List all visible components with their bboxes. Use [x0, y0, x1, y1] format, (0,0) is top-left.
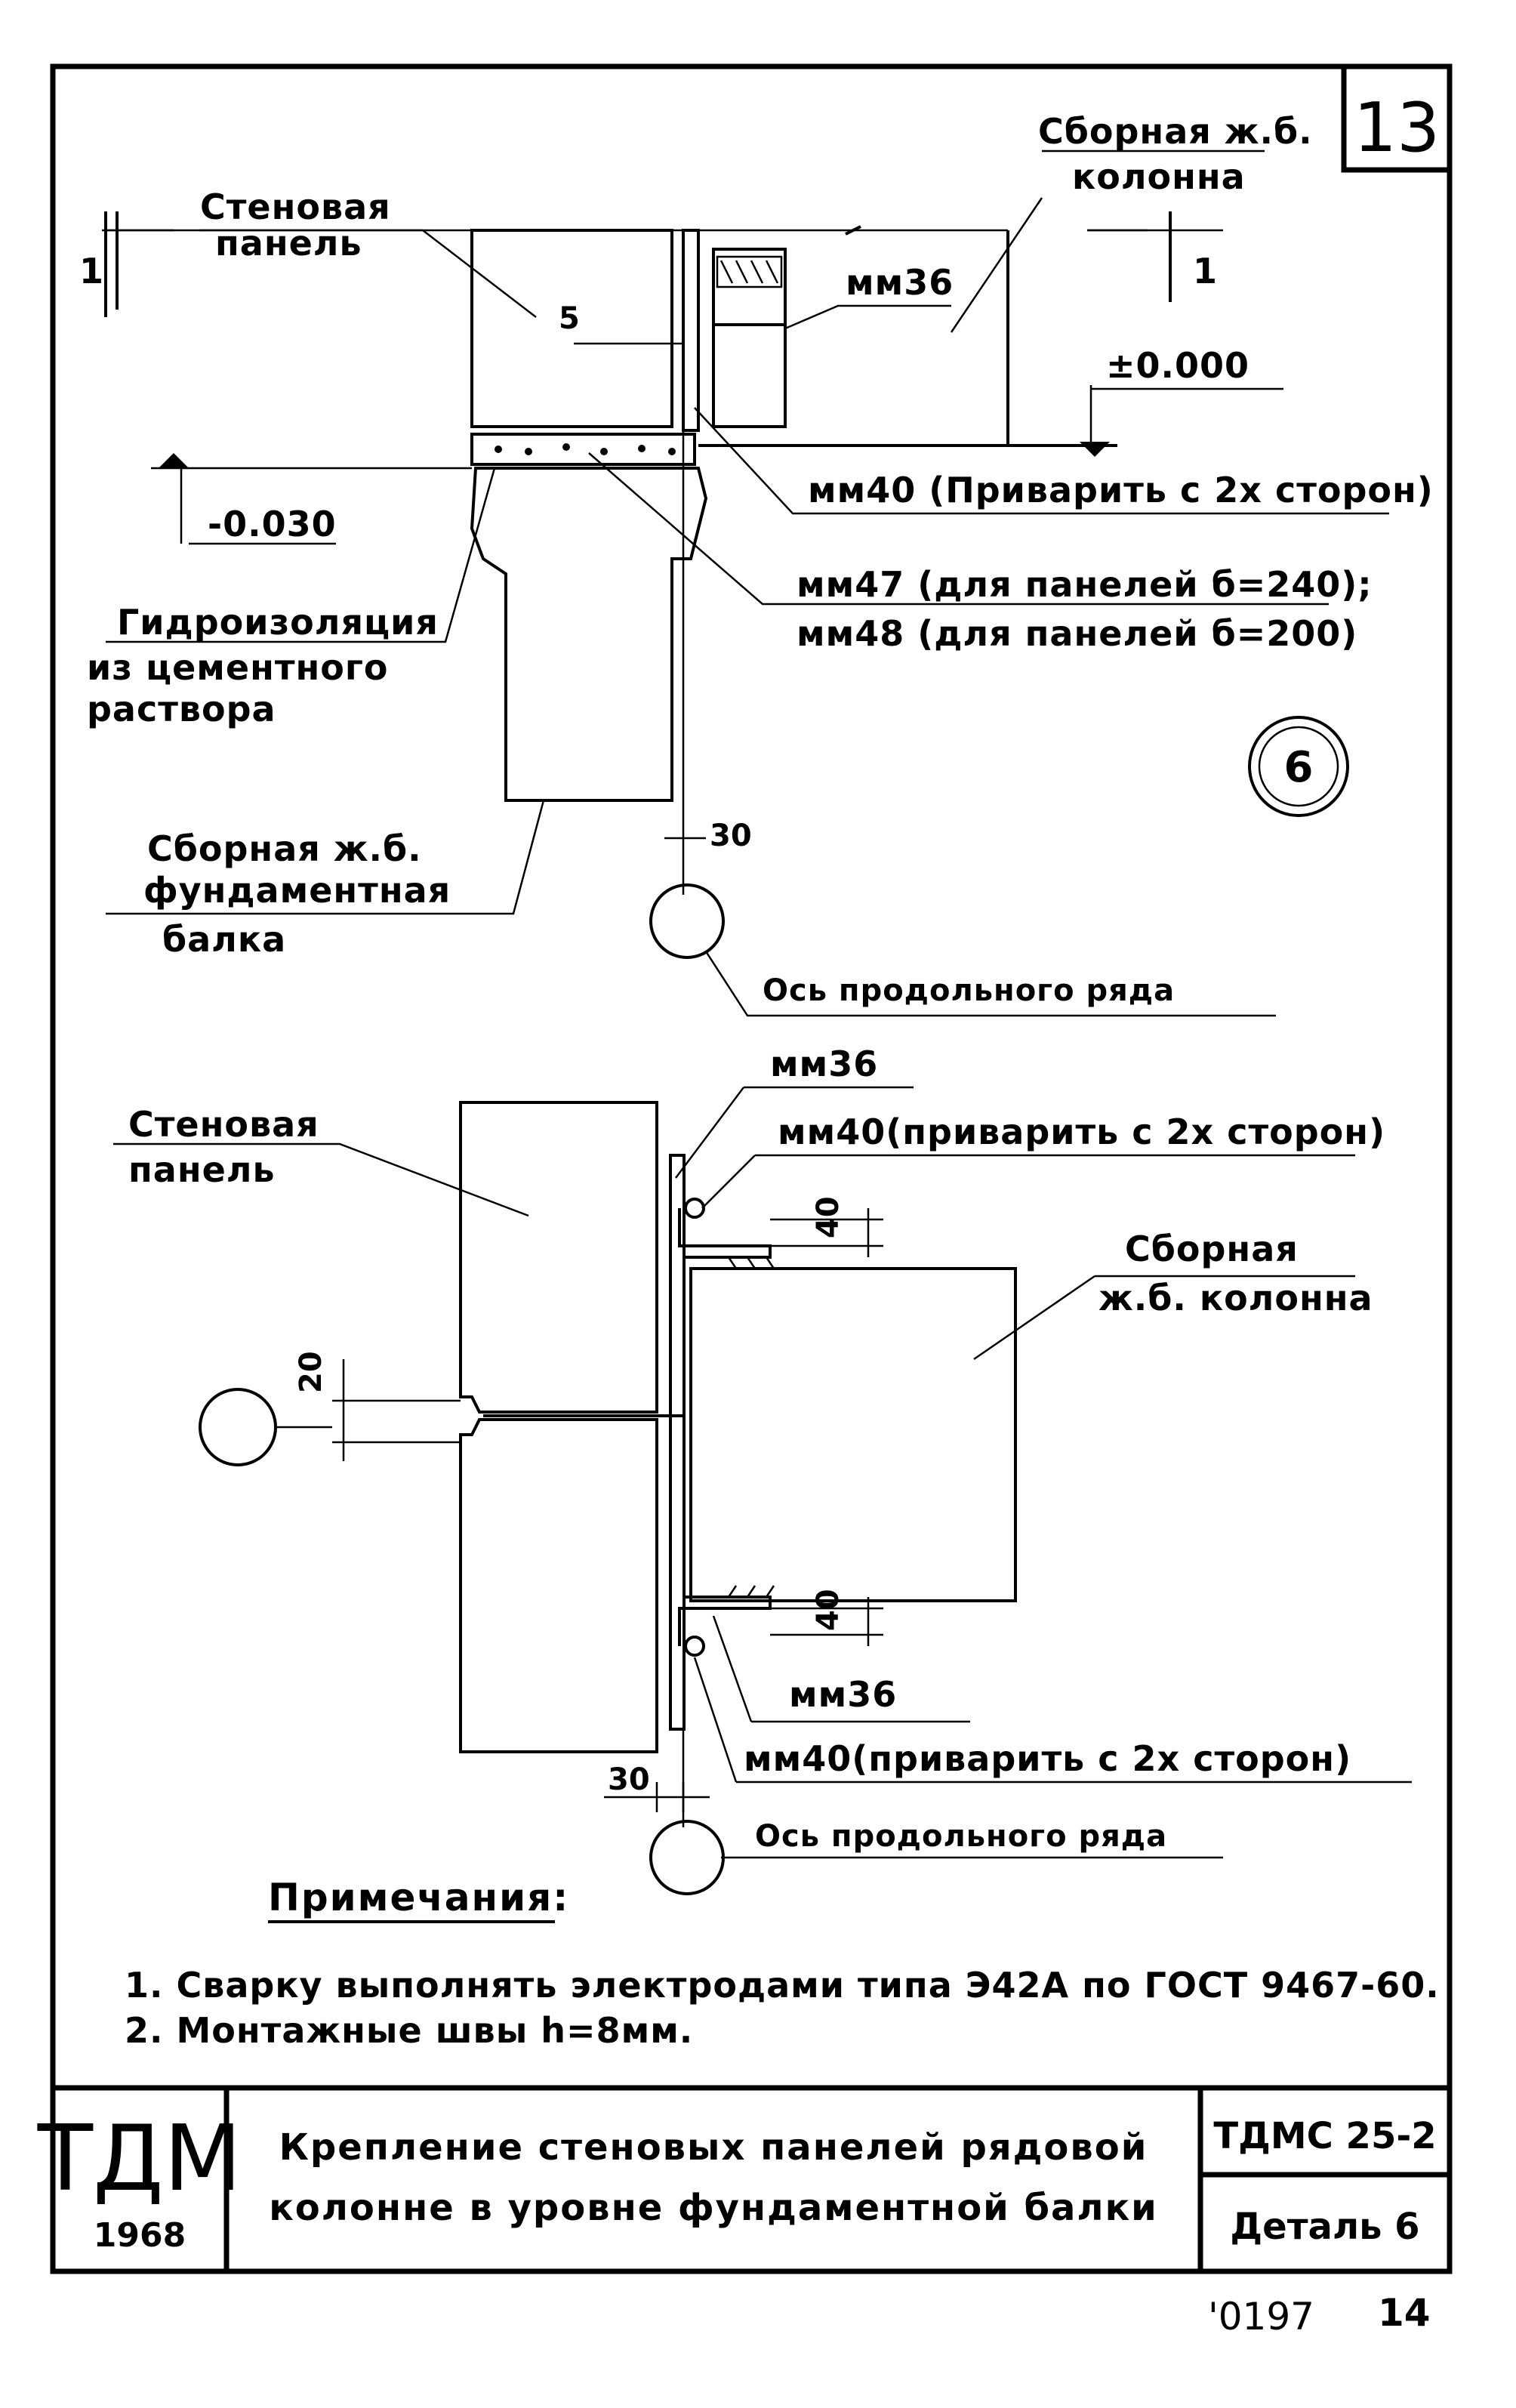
sheet-number: 13 [1354, 88, 1441, 168]
upper-wall-panel [470, 229, 673, 428]
lower-wall-panel-bottom [459, 1418, 658, 1753]
lower-dim-30: 30 [608, 1762, 650, 1797]
joint-axis-circle [199, 1388, 277, 1466]
upper-section: 30 5 1 1 ±0.000 -0.030 [79, 111, 1434, 1017]
foundation-beam-label: Сборная ж.б. фундаментная балка [143, 828, 464, 960]
lower-dim-40-bottom: 40 [811, 1589, 846, 1631]
lower-mm40-top-label: мм40(приварить с 2х сторон) [778, 1112, 1385, 1152]
svg-text:-0.030: -0.030 [208, 504, 337, 544]
lower-wall-panel-label: Стеновая панель [128, 1104, 332, 1190]
title-logo: ТДМ [37, 2107, 242, 2212]
lower-dim-20: 20 [294, 1351, 328, 1393]
upper-dim-30: 30 [710, 819, 752, 853]
lower-axis-label: Ось продольного ряда [755, 1819, 1167, 1854]
mm36-element [712, 248, 787, 428]
upper-dim-5: 5 [559, 301, 580, 336]
upper-mm40-label: мм40 (Приварить с 2х сторон) [808, 470, 1434, 510]
upper-mm48-label: мм48 (для панелей б=200) [797, 613, 1357, 654]
footer-code: '0197 [1208, 2295, 1314, 2339]
upper-wall-panel-label: Стеновая панель [200, 187, 404, 264]
svg-text:6: 6 [1284, 743, 1314, 792]
lower-wall-panel-top [459, 1101, 658, 1414]
upper-column-label: Сборная ж.б. колонна [1038, 111, 1326, 197]
title-line-1: Крепление стеновых панелей рядовой [279, 2126, 1148, 2169]
upper-axis-label: Ось продольного ряда [763, 973, 1175, 1008]
title-year: 1968 [94, 2216, 186, 2255]
notes-heading: Примечания: [268, 1876, 569, 1919]
upper-mm47-label: мм47 (для панелей б=240); [797, 564, 1373, 605]
section-mark-left: 1 [79, 211, 174, 317]
level-minus: -0.030 [151, 453, 472, 545]
svg-text:±0.000: ±0.000 [1106, 345, 1249, 386]
upper-mm36-label: мм36 [846, 262, 954, 303]
notes: Примечания: 1. Сварку выполнять электрод… [125, 1876, 1440, 2051]
title-block: ТДМ 1968 Крепление стеновых панелей рядо… [37, 2085, 1450, 2271]
lower-dim-40-top: 40 [811, 1196, 846, 1238]
title-line-2: колонне в уровне фундаментной балки [269, 2187, 1158, 2229]
lower-mm36-top-label: мм36 [770, 1044, 878, 1084]
note-item-2: 2. Монтажные швы h=8мм. [125, 2010, 693, 2051]
svg-text:1: 1 [1193, 251, 1218, 291]
svg-text:1: 1 [79, 251, 104, 291]
title-detail: Деталь 6 [1230, 2206, 1419, 2248]
lower-mm36-bottom-label: мм36 [789, 1674, 897, 1715]
upper-axis-circle [649, 883, 725, 959]
foundation-beam [470, 467, 708, 802]
note-item-1: 1. Сварку выполнять электродами типа Э42… [125, 1965, 1440, 2006]
upper-wall-panel-label-2: панель [215, 223, 362, 264]
sheet-frame [50, 63, 1453, 2274]
lower-mm40-bottom-label: мм40(приварить с 2х сторон) [744, 1738, 1351, 1779]
column-plate [682, 229, 700, 432]
mortar-layer [470, 433, 696, 466]
lower-column [689, 1267, 1017, 1602]
sheet-number-box: 13 [1341, 66, 1450, 173]
section-mark-right: 1 [1087, 211, 1223, 302]
upper-wall-panel-label-1: Стеновая [200, 187, 391, 227]
lower-column-label: Сборная ж.б. колонна [1098, 1229, 1373, 1318]
footer-page: 14 [1378, 2291, 1431, 2335]
lower-section: 20 40 40 30 мм36 мм40(приварить с 2х сто… [113, 1044, 1412, 1895]
lower-axis-circle [649, 1820, 725, 1895]
detail-circle: 6 [1248, 716, 1349, 817]
mortar-dots [495, 443, 676, 455]
waterproofing-label: Гидроизоляция из цементного раствора [87, 602, 451, 729]
level-zero: ±0.000 [1080, 345, 1283, 457]
title-code: ТДМС 25-2 [1213, 2115, 1436, 2157]
lower-steel-plate [669, 1154, 686, 1731]
